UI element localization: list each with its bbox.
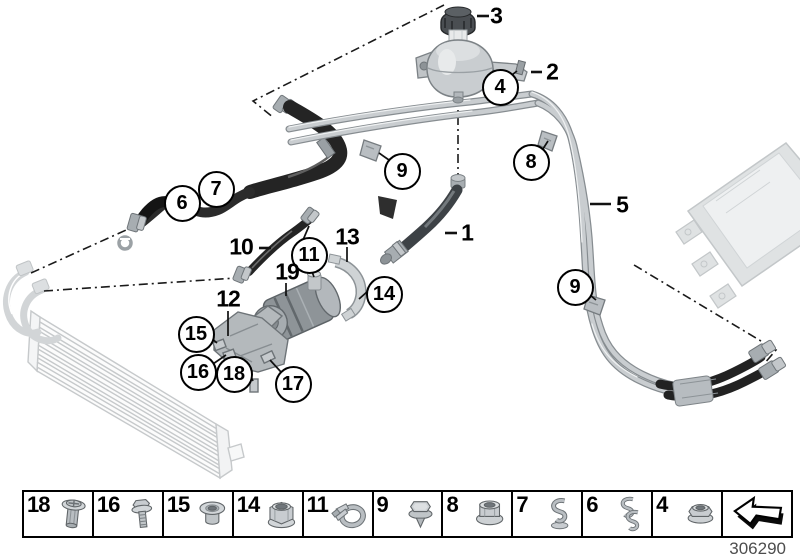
legend-cell-18[interactable]: 18 bbox=[24, 492, 94, 536]
callout-circle-9-right[interactable]: 9 bbox=[556, 268, 594, 306]
callout-circle-6[interactable]: 6 bbox=[163, 184, 201, 222]
rear-hose-connectors bbox=[655, 339, 787, 407]
flange-nut-icon bbox=[476, 500, 504, 526]
callout-number: 14 bbox=[372, 283, 396, 305]
legend-number: 8 bbox=[446, 492, 458, 517]
pipe-clips bbox=[359, 130, 606, 316]
callout-number: 11 bbox=[298, 244, 320, 266]
callout-13[interactable]: 13 bbox=[335, 223, 360, 250]
drawing-number: 306290 bbox=[729, 539, 786, 558]
callout-number: 8 bbox=[525, 151, 537, 173]
callout-3[interactable]: 3 bbox=[490, 2, 503, 29]
ghost-hoses bbox=[3, 260, 62, 345]
legend-number: 18 bbox=[27, 492, 51, 517]
legend-number: 16 bbox=[96, 492, 121, 517]
legend-number: 14 bbox=[236, 492, 261, 517]
legend-number: 9 bbox=[376, 492, 389, 517]
legend-number: 6 bbox=[586, 492, 598, 517]
legend-number: 7 bbox=[516, 492, 528, 517]
reference-lines bbox=[30, 4, 778, 365]
callout-circle-17[interactable]: 17 bbox=[274, 365, 312, 403]
collar-nut-icon bbox=[267, 501, 295, 529]
legend-cell-11[interactable]: 11 bbox=[304, 492, 374, 536]
legend-cell-14[interactable]: 14 bbox=[234, 492, 304, 536]
callout-10[interactable]: 10 bbox=[229, 233, 254, 260]
callout-number: 4 bbox=[494, 76, 506, 98]
legend-cell-6[interactable]: 6 bbox=[583, 492, 654, 536]
callout-number: 15 bbox=[184, 323, 208, 345]
callout-circle-9-left[interactable]: 9 bbox=[383, 152, 421, 190]
callout-circle-18[interactable]: 18 bbox=[215, 355, 253, 393]
expanding-rivet-icon bbox=[408, 501, 433, 529]
legend-cell-16[interactable]: 16 bbox=[94, 492, 164, 536]
hose-1 bbox=[380, 174, 466, 265]
spring-clip-icon bbox=[551, 498, 569, 530]
battery-unit-ghost bbox=[675, 141, 800, 309]
callout-5[interactable]: 5 bbox=[616, 191, 629, 218]
grommet-icon bbox=[199, 501, 225, 525]
clip-9-right bbox=[583, 294, 606, 316]
callout-number: 9 bbox=[396, 160, 408, 182]
radiator-ghost bbox=[27, 309, 245, 480]
legend-cell-7[interactable]: 7 bbox=[513, 492, 584, 536]
hose-bracket-tab bbox=[378, 196, 397, 219]
callout-circle-16[interactable]: 16 bbox=[179, 353, 217, 391]
legend-cell-15[interactable]: 15 bbox=[164, 492, 234, 536]
callout-2[interactable]: 2 bbox=[546, 58, 559, 85]
callout-number: 6 bbox=[176, 192, 188, 214]
callout-circle-14[interactable]: 14 bbox=[365, 275, 403, 313]
clamp-strap-13 bbox=[327, 253, 367, 322]
callout-number: 9 bbox=[569, 276, 581, 298]
callout-number: 18 bbox=[222, 363, 246, 385]
flange-nut-small-icon bbox=[687, 504, 714, 524]
callout-circle-8[interactable]: 8 bbox=[512, 143, 550, 181]
legend-cell-arrow[interactable] bbox=[723, 492, 791, 536]
hex-bolt-icon bbox=[131, 499, 152, 529]
callout-circle-4[interactable]: 4 bbox=[481, 68, 519, 106]
callout-number: 7 bbox=[210, 178, 222, 200]
hose-clamp-icon bbox=[330, 503, 366, 529]
hose-10 bbox=[232, 206, 320, 284]
label-dashes bbox=[259, 14, 611, 250]
callout-number: 16 bbox=[186, 361, 210, 383]
callout-circle-15[interactable]: 15 bbox=[177, 315, 215, 353]
callout-circle-11[interactable]: 11 bbox=[290, 236, 328, 274]
legend-number: 4 bbox=[656, 492, 668, 517]
callout-19[interactable]: 19 bbox=[275, 258, 300, 285]
callout-number: 17 bbox=[281, 373, 305, 395]
legend-cell-9[interactable]: 9 bbox=[374, 492, 444, 536]
expansion-rivet-icon bbox=[61, 499, 86, 529]
legend-number: 11 bbox=[306, 492, 329, 517]
stud-18 bbox=[249, 378, 259, 393]
legend-cell-8[interactable]: 8 bbox=[443, 492, 514, 536]
callout-1[interactable]: 1 bbox=[461, 219, 474, 246]
legend-cell-4[interactable]: 4 bbox=[653, 492, 724, 536]
double-clip-icon bbox=[620, 496, 640, 532]
direction-arrow-icon bbox=[733, 495, 784, 530]
fasteners-legend: 18 16 bbox=[22, 490, 793, 538]
callout-circle-7[interactable]: 7 bbox=[197, 170, 235, 208]
expansion-tank bbox=[415, 6, 528, 104]
callout-12[interactable]: 12 bbox=[216, 285, 241, 312]
legend-number: 15 bbox=[166, 492, 191, 517]
clip-9-left bbox=[359, 139, 382, 162]
